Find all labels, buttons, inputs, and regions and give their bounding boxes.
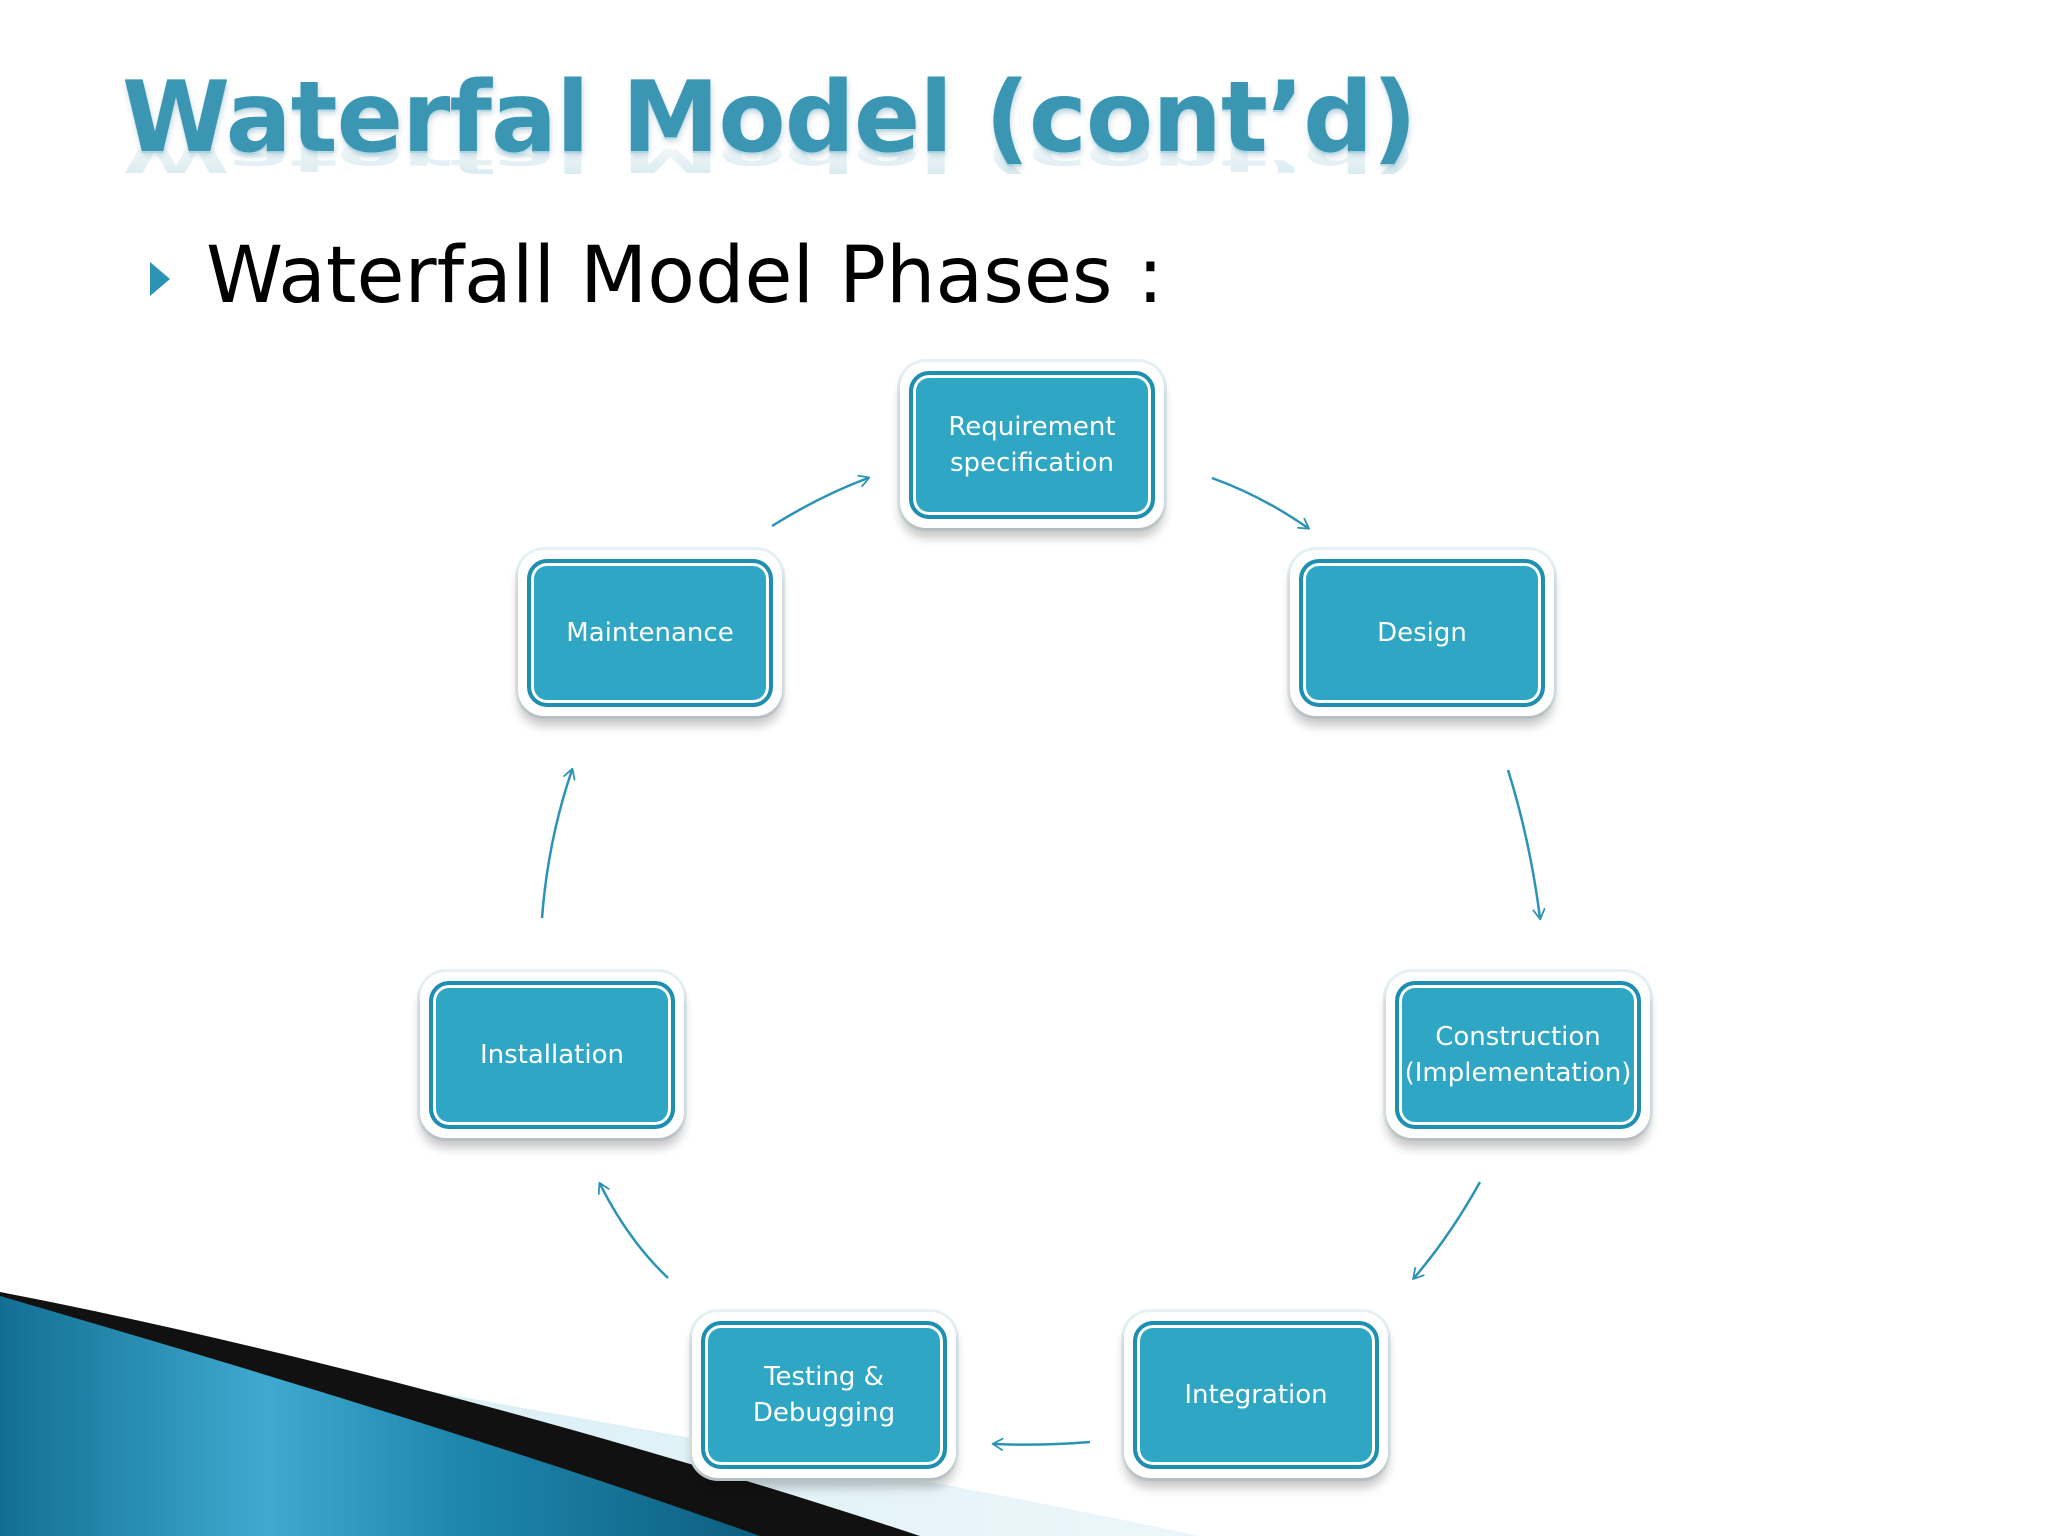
phase-integration: Integration: [1124, 1312, 1388, 1478]
arrow-requirement-to-design: [1211, 476, 1311, 530]
triangle-bullet-icon: [150, 262, 170, 296]
phase-requirement-specification: Requirement specification: [900, 362, 1164, 528]
arrow-integration-to-testing: [991, 1437, 1091, 1451]
phase-label: Construction (Implementation): [1404, 1022, 1632, 1088]
phase-label: Requirement specification: [948, 412, 1116, 478]
slide-title: Waterfal Model (cont’d): [122, 61, 1417, 175]
phase-label: Design: [1377, 618, 1467, 648]
phase-construction: Construction (Implementation): [1386, 972, 1650, 1138]
phase-maintenance: Maintenance: [518, 550, 782, 716]
arrow-maintenance-to-requirement: [771, 474, 871, 528]
arrow-construction-to-integration: [1412, 1181, 1482, 1280]
phase-label: Integration: [1184, 1380, 1328, 1410]
phase-testing-debugging: Testing & Debugging: [692, 1312, 956, 1478]
phase-label: Installation: [479, 1040, 624, 1070]
arrow-design-to-construction: [1506, 769, 1546, 921]
phase-installation: Installation: [420, 972, 684, 1138]
phase-label: Testing & Debugging: [752, 1362, 896, 1428]
phase-label: Maintenance: [566, 618, 734, 648]
bullet-text: Waterfall Model Phases :: [206, 231, 1164, 321]
arrow-testing-to-installation: [597, 1181, 669, 1279]
phase-design: Design: [1290, 550, 1554, 716]
arrow-installation-to-maintenance: [540, 767, 576, 919]
